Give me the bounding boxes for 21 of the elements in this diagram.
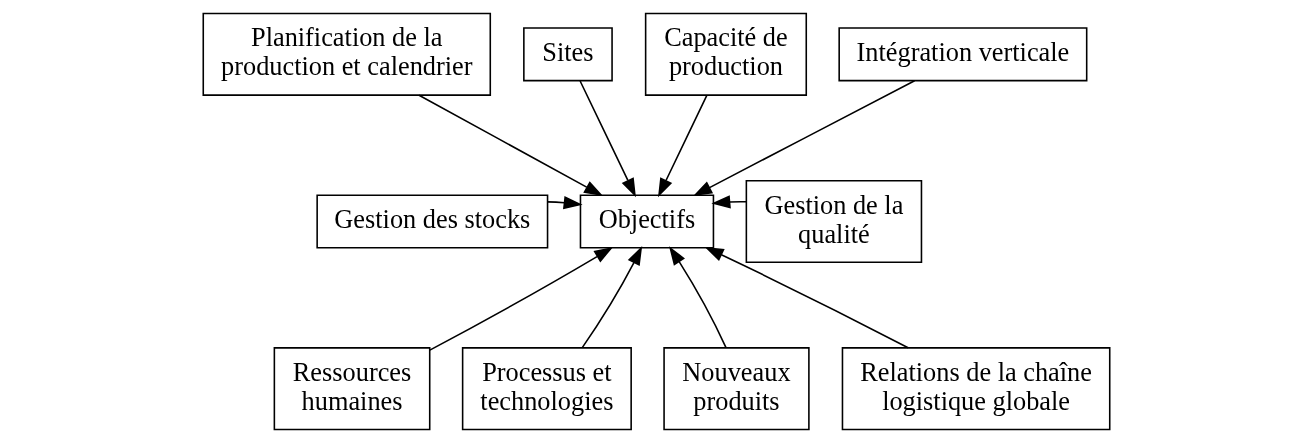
node-box: Nouveaux produits bbox=[663, 347, 810, 431]
arrow bbox=[669, 246, 727, 349]
node-box: Planification de la production et calendrier bbox=[202, 12, 492, 96]
node-box: Gestion de la qualité bbox=[745, 179, 923, 264]
arrow bbox=[711, 195, 747, 209]
arrow bbox=[418, 94, 604, 197]
arrow bbox=[546, 196, 583, 210]
arrow bbox=[579, 80, 636, 198]
arrow bbox=[581, 246, 643, 349]
node-box: Capacité de production bbox=[644, 12, 808, 96]
arrow bbox=[658, 94, 708, 198]
node-box: Sites bbox=[523, 27, 613, 82]
arrow bbox=[704, 246, 909, 349]
node-box: Ressources humaines bbox=[273, 347, 431, 431]
node-box: Relations de la chaîne logistique globale bbox=[841, 347, 1111, 431]
arrow bbox=[429, 246, 614, 351]
node-box: Processus et technologies bbox=[461, 347, 632, 431]
node-box: Gestion des stocks bbox=[316, 194, 549, 249]
node-box: Intégration verticale bbox=[838, 27, 1088, 82]
arrow bbox=[693, 80, 916, 197]
node-box: Objectifs bbox=[579, 194, 715, 249]
